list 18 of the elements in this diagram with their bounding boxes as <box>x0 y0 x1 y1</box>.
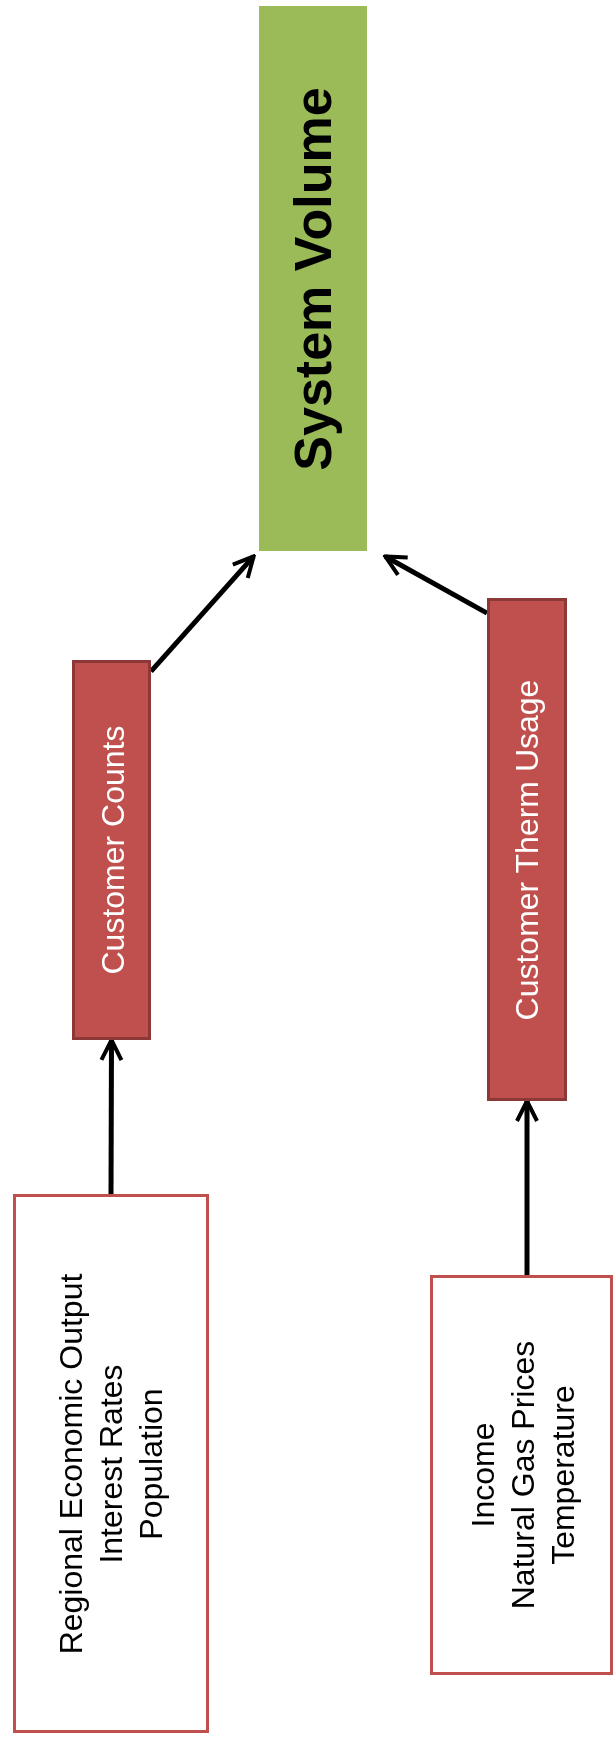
arrow <box>99 1038 124 1194</box>
arrow <box>149 554 256 674</box>
node-text: System Volume <box>282 86 343 471</box>
factor-box <box>430 1275 613 1675</box>
factor-box <box>13 1194 209 1733</box>
node-text: Customer Therm Usage <box>508 679 546 1020</box>
node-text: Income <box>462 1422 501 1528</box>
node-text: Interest Rates <box>92 1363 130 1564</box>
node-text: Temperature <box>542 1385 582 1565</box>
node-text: Natural Gas Prices <box>502 1340 541 1610</box>
driver-box <box>72 660 151 1040</box>
node-text: Population <box>132 1387 170 1540</box>
target-box <box>259 6 367 551</box>
arrow <box>515 1099 539 1275</box>
driver-box <box>487 598 567 1101</box>
node-text: Regional Economic Output <box>52 1273 90 1654</box>
node-text: Customer Counts <box>92 725 131 975</box>
arrow <box>383 554 489 616</box>
